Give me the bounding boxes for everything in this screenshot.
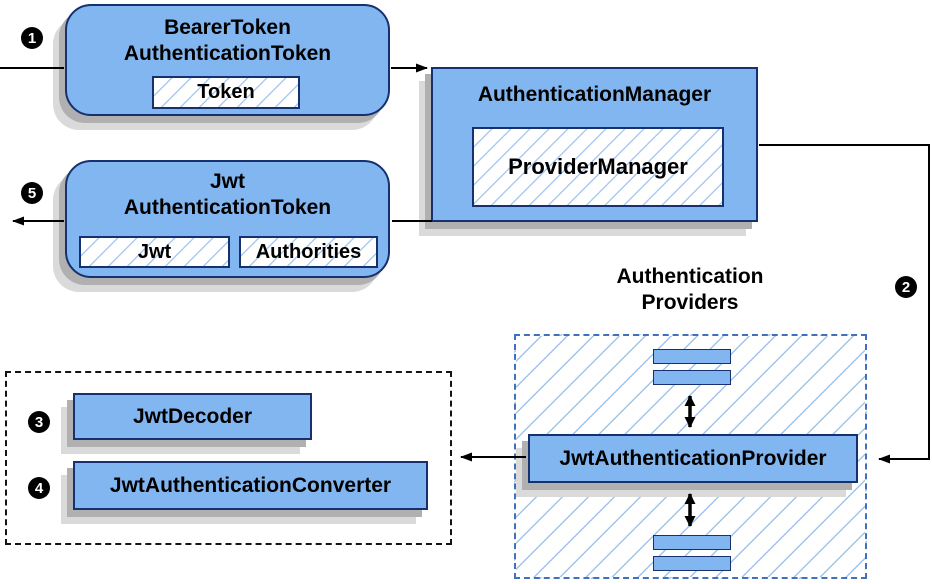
authentication-manager-title: AuthenticationManager <box>477 83 712 106</box>
provider-stack-bar-top-2 <box>653 370 731 385</box>
authentication-manager-node: AuthenticationManager ProviderManager <box>431 67 758 222</box>
providers-label-line1: Authentication <box>616 265 764 288</box>
bearer-token-title-line2: AuthenticationToken <box>123 42 332 65</box>
jwt-token-node-title: Jwt AuthenticationToken <box>67 169 388 221</box>
jwt-token-title-line1: Jwt <box>209 170 245 193</box>
jwt-authentication-provider-node: JwtAuthenticationProvider <box>528 434 858 483</box>
bearer-token-node-title: BearerToken AuthenticationToken <box>67 15 388 67</box>
jwt-authentication-converter-node: JwtAuthenticationConverter <box>73 461 428 510</box>
bearer-token-title-line1: BearerToken <box>164 16 291 39</box>
jwt-authentication-token-node: Jwt AuthenticationToken Jwt Authorities <box>65 160 390 278</box>
provider-stack-bar-bottom-1 <box>653 535 731 550</box>
jwt-decoder-node: JwtDecoder <box>73 393 312 440</box>
jwt-field: Jwt <box>79 236 230 268</box>
jwt-token-title-line2: AuthenticationToken <box>123 196 332 219</box>
converters-group <box>5 371 452 545</box>
step-badge-3: 3 <box>28 411 50 433</box>
providers-label-line2: Providers <box>641 291 739 314</box>
provider-manager-field: ProviderManager <box>472 127 724 207</box>
step-badge-5: 5 <box>21 182 43 204</box>
step-badge-2: 2 <box>895 276 917 298</box>
step-badge-1: 1 <box>21 27 43 49</box>
bearer-token-authentication-token-node: BearerToken AuthenticationToken Token <box>65 4 390 116</box>
provider-stack-bar-top-1 <box>653 349 731 364</box>
provider-stack-bar-bottom-2 <box>653 556 731 571</box>
step-badge-4: 4 <box>28 477 50 499</box>
authentication-providers-label: Authentication Providers <box>570 264 810 316</box>
token-field: Token <box>152 76 300 109</box>
authorities-field: Authorities <box>239 236 378 268</box>
